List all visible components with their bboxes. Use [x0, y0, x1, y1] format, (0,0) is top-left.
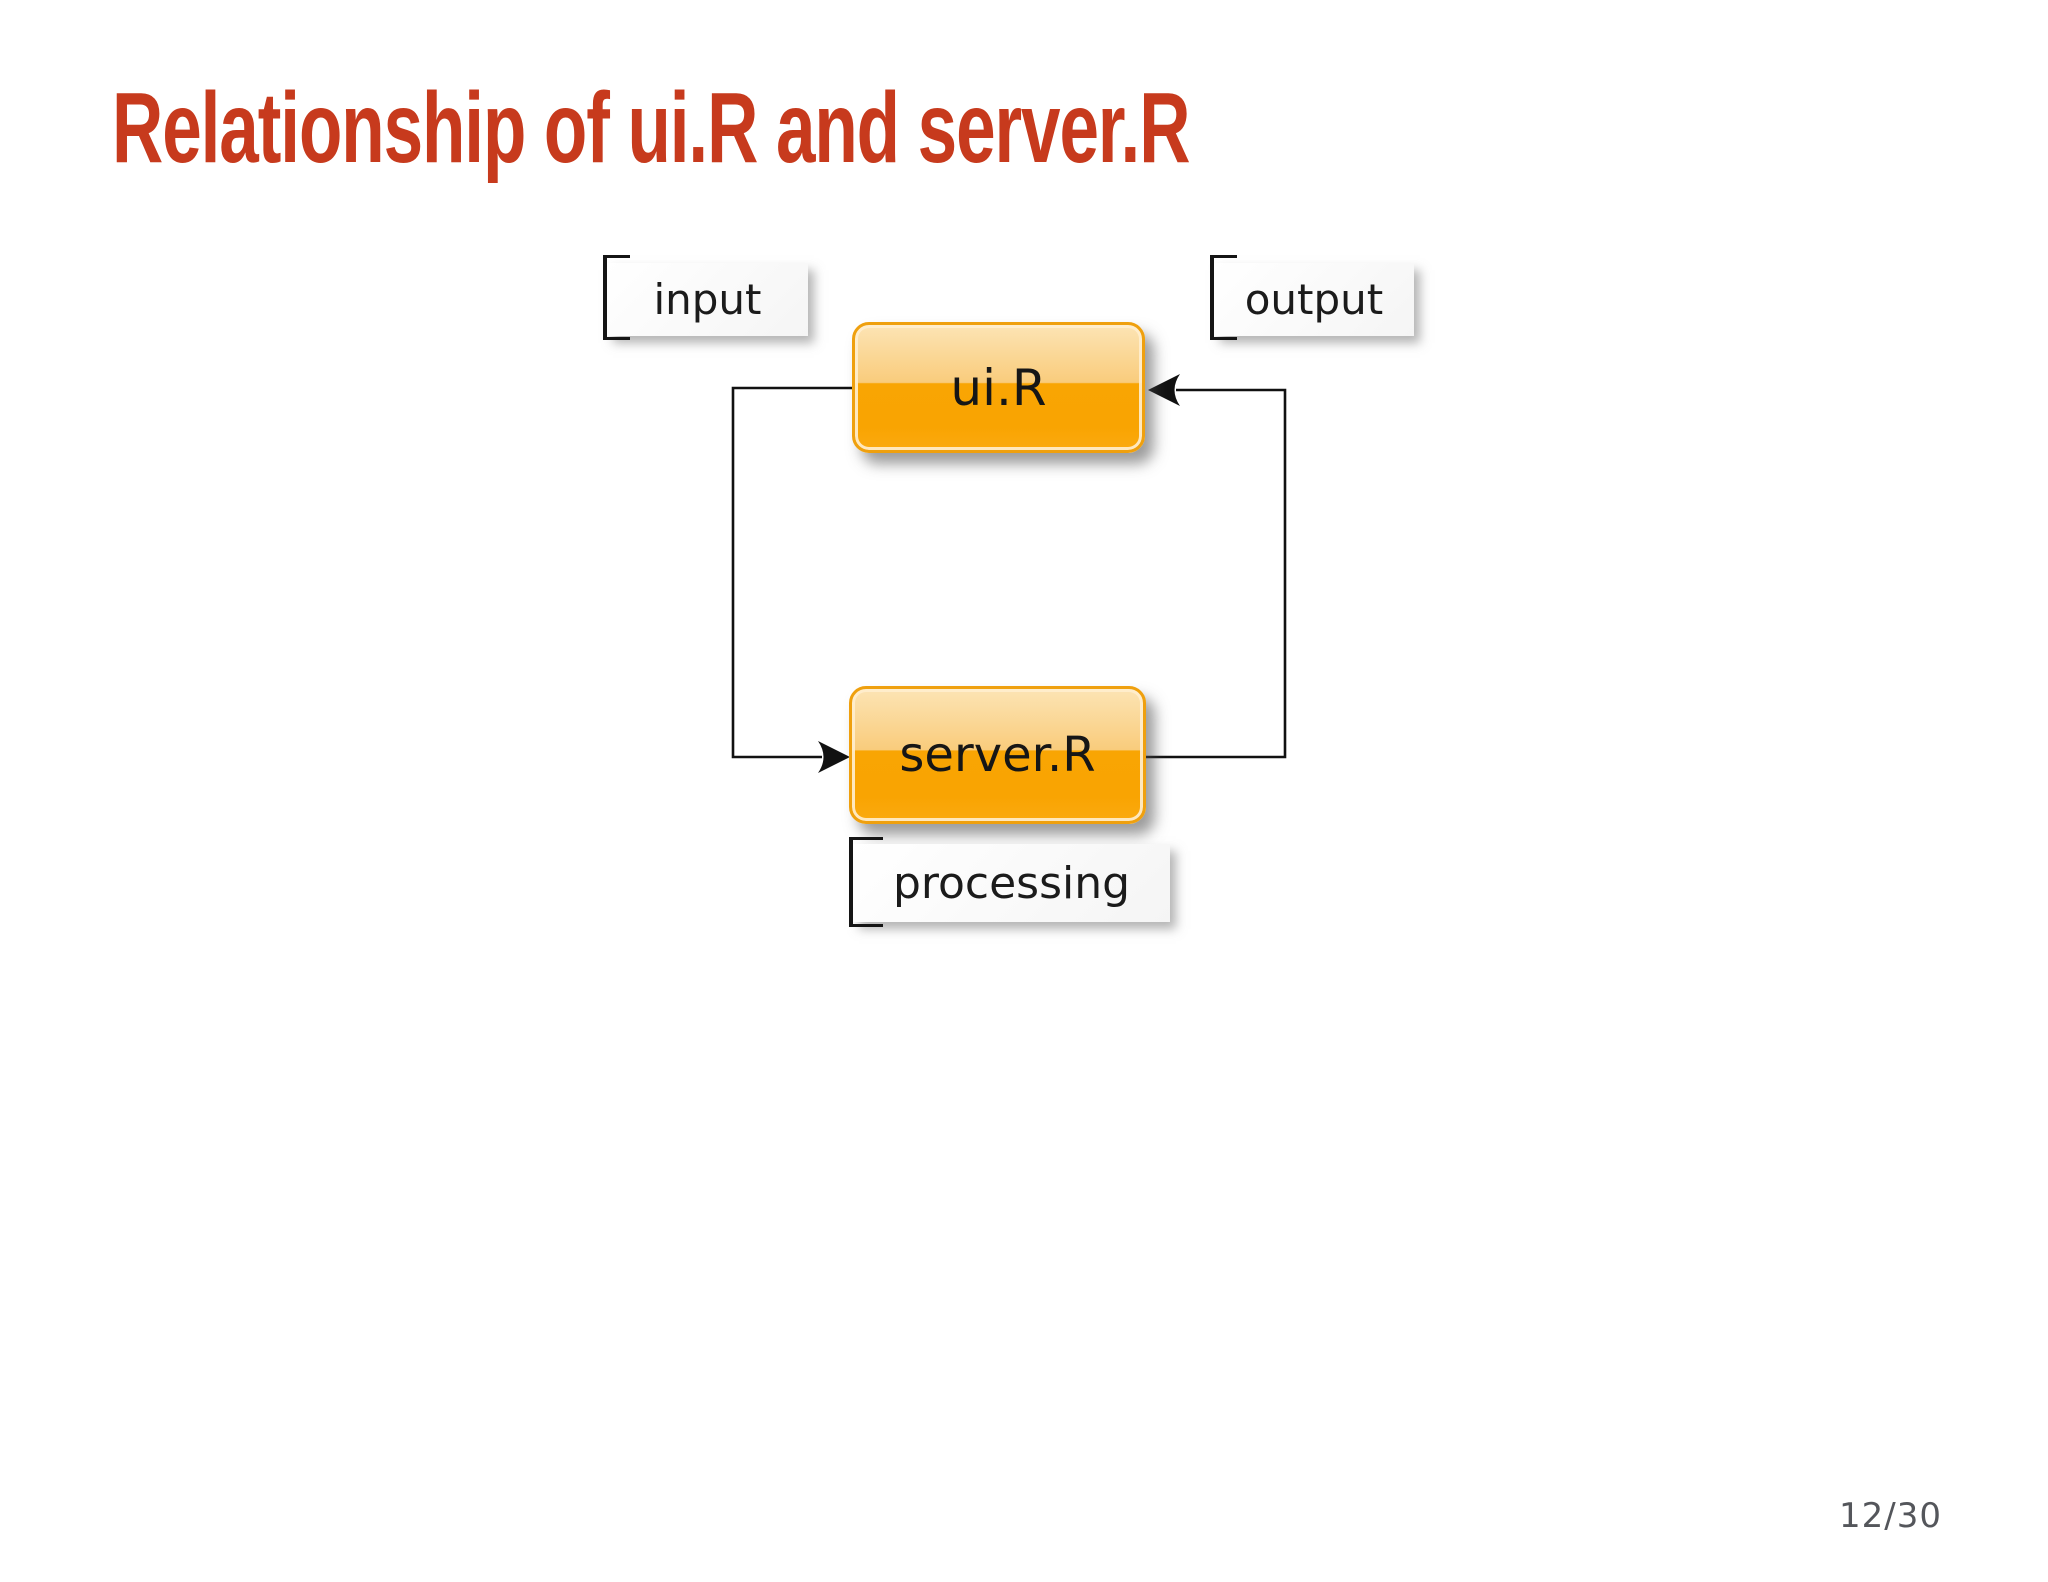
input-label-text: input: [653, 275, 762, 324]
node-ui-r: ui.R: [852, 322, 1145, 453]
arrowhead-right-icon: [818, 741, 850, 773]
page-number: 12/30: [1839, 1496, 1942, 1536]
page-title: Relationship of ui.R and server.R: [112, 72, 1190, 184]
processing-label-text: processing: [892, 857, 1131, 909]
left-bracket-icon: [849, 837, 883, 927]
edge-server-to-ui-line: [1146, 388, 1287, 759]
processing-label: processing: [849, 837, 1170, 927]
output-label: output: [1210, 255, 1414, 340]
edge-ui-to-server-line: [731, 386, 852, 759]
node-server-r-label: server.R: [899, 727, 1096, 783]
arrowhead-left-icon: [1148, 374, 1180, 406]
node-server-r: server.R: [849, 686, 1146, 824]
left-bracket-icon: [603, 255, 630, 340]
node-ui-r-label: ui.R: [950, 358, 1047, 417]
output-label-text: output: [1244, 275, 1384, 324]
input-label: input: [603, 255, 808, 340]
left-bracket-icon: [1210, 255, 1237, 340]
